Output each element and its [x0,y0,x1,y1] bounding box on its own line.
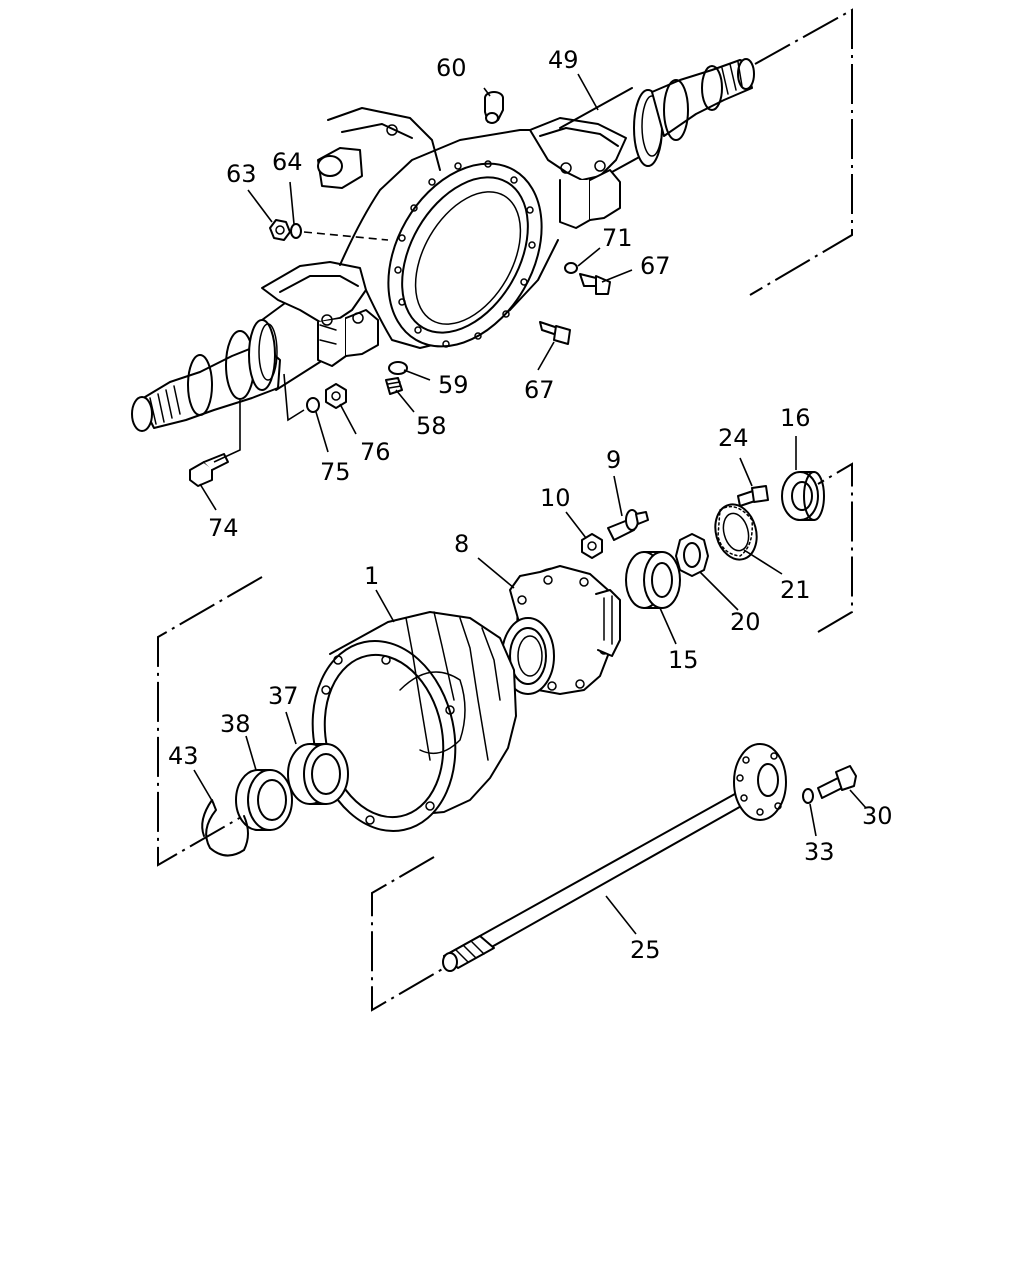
bearing-37-icon [287,743,349,805]
bolt-24-icon [737,485,769,507]
label-24: 24 [718,424,749,452]
label-49: 49 [548,46,579,74]
label-38: 38 [220,710,251,738]
label-15: 15 [668,646,699,674]
flange-bolt-holes [394,160,536,348]
label-20: 20 [730,608,761,636]
locknut-20-icon [675,533,709,577]
nut-10-icon [581,533,603,559]
label-76: 76 [360,438,391,466]
group-boundary-lines [157,8,853,1012]
bolt-67-upper-icon [579,273,611,295]
label-75: 75 [320,458,351,486]
label-16: 16 [780,404,811,432]
label-21: 21 [780,576,811,604]
label-10: 10 [540,484,571,512]
label-58: 58 [416,412,447,440]
plug-58-icon [385,377,403,395]
label-30: 30 [862,802,893,830]
leader-lines [193,73,867,935]
drum-group [201,611,517,857]
label-60: 60 [436,54,467,82]
label-37: 37 [268,682,299,710]
bolt-60-icon [484,91,504,124]
label-67-lower: 67 [524,376,555,404]
label-63: 63 [226,160,257,188]
hub-hardware [501,471,825,695]
axle-housing [131,58,755,432]
washer-71-icon [564,262,578,274]
label-33: 33 [804,838,835,866]
label-8: 8 [454,530,469,558]
label-25: 25 [630,936,661,964]
label-43: 43 [168,742,199,770]
lockwasher-21-icon [714,503,758,561]
nut-76-icon [325,383,347,409]
washer-33-icon [802,788,814,804]
part-number-labels: 60 49 63 64 71 67 59 67 58 76 75 74 24 1… [168,46,893,964]
label-9: 9 [606,446,621,474]
seal-59-icon [388,361,408,375]
hub-8-icon [501,565,621,695]
label-1: 1 [364,562,379,590]
axle-shaft-group [442,743,857,972]
plug-63-icon [269,219,291,241]
washer-75-icon [306,397,320,413]
axle-shaft-25-icon [442,743,787,972]
housing-hardware [189,91,611,487]
seal-16-icon [781,471,825,521]
label-64: 64 [272,148,303,176]
stud-9-icon [607,509,649,541]
bolt-67-lower-icon [539,321,571,345]
label-59: 59 [438,371,469,399]
label-74: 74 [208,514,239,542]
washer-64-icon [290,223,302,239]
label-67-upper: 67 [640,252,671,280]
brake-drum-1-icon [311,611,517,833]
label-71: 71 [602,224,633,252]
bolt-30-icon [817,765,857,799]
bearing-15-icon [625,551,681,609]
seal-38-icon [235,769,293,831]
